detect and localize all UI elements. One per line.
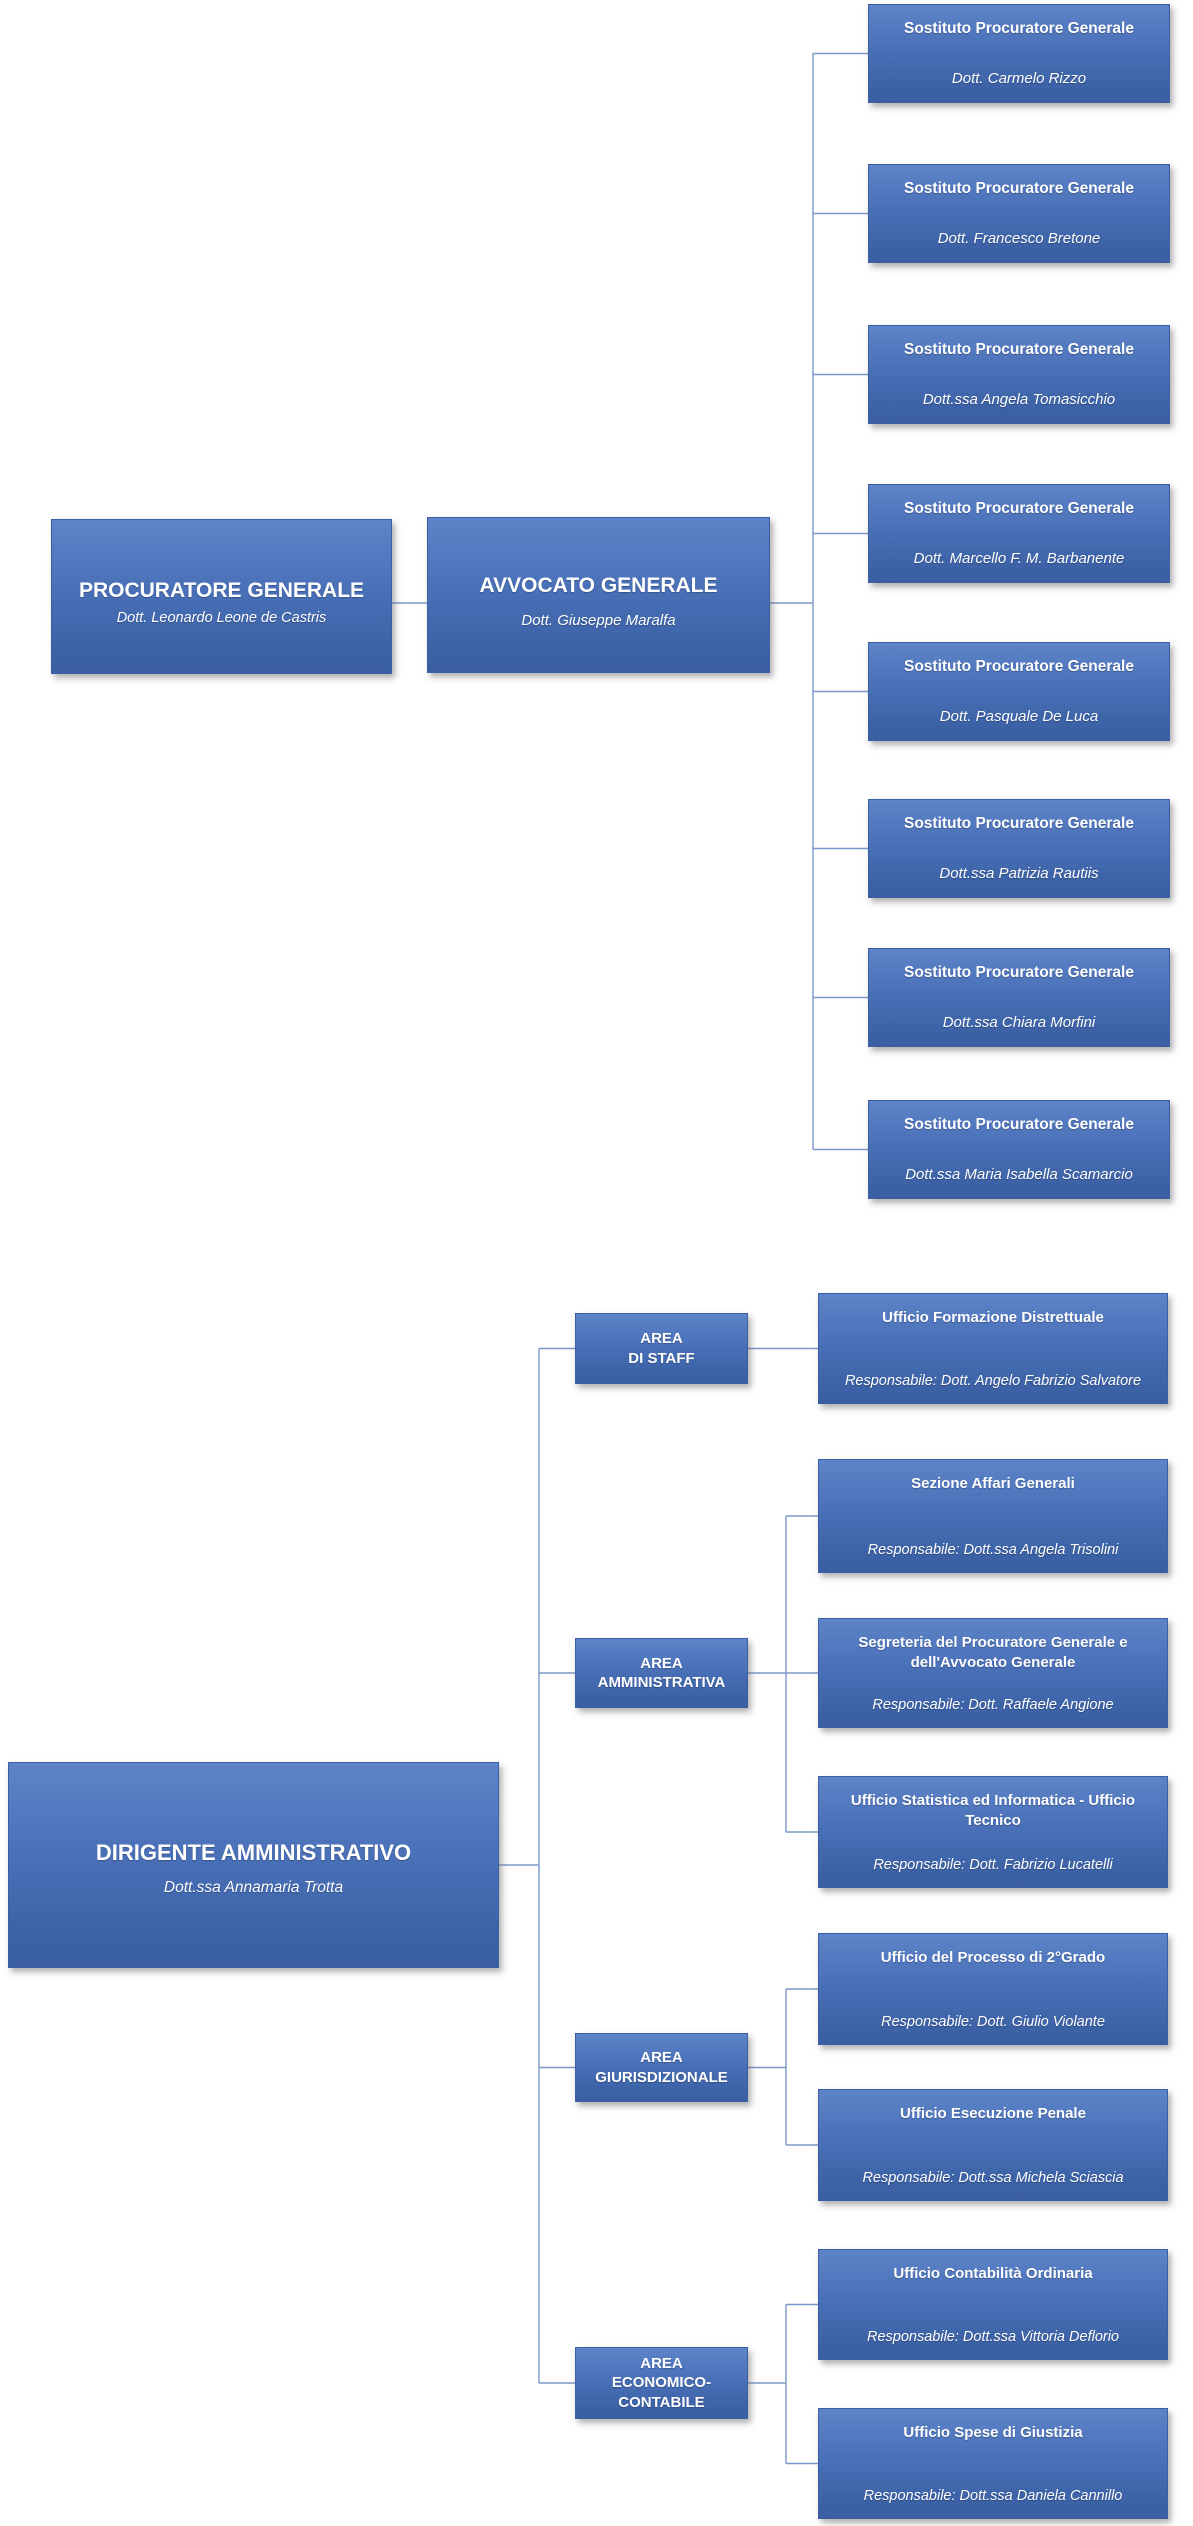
area-label: AREA ECONOMICO- CONTABILE — [611, 2354, 712, 2411]
box-sostituto-5: Sostituto Procuratore Generale Dott. Pas… — [868, 642, 1170, 741]
box-person: Responsabile: Dott. Raffaele Angione — [872, 1697, 1114, 1713]
box-person: Responsabile: Dott.ssa Michela Sciascia — [862, 2170, 1124, 2186]
box-person: Responsabile: Dott.ssa Angela Trisolini — [867, 1542, 1119, 1558]
box-title: PROCURATORE GENERALE — [78, 579, 365, 602]
box-title: AVVOCATO GENERALE — [479, 573, 718, 597]
area-label: AREA GIURISDIZIONALE — [595, 2049, 728, 2086]
box-person: Dott. Giuseppe Maralfa — [521, 611, 676, 629]
box-person: Responsabile: Dott.ssa Vittoria Deflorio — [867, 2329, 1119, 2345]
box-title: Ufficio Esecuzione Penale — [900, 2105, 1086, 2122]
box-person: Responsabile: Dott. Angelo Fabrizio Salv… — [844, 1373, 1142, 1389]
box-sostituto-8: Sostituto Procuratore Generale Dott.ssa … — [868, 1100, 1170, 1199]
box-person: Responsabile: Dott. Giulio Violante — [881, 2014, 1105, 2030]
box-title: Sostituto Procuratore Generale — [904, 658, 1134, 675]
box-title: Sostituto Procuratore Generale — [904, 815, 1134, 832]
box-sostituto-6: Sostituto Procuratore Generale Dott.ssa … — [868, 799, 1170, 898]
box-person: Dott. Carmelo Rizzo — [951, 70, 1087, 87]
box-sostituto-4: Sostituto Procuratore Generale Dott. Mar… — [868, 484, 1170, 583]
area-label: AREA AMMINISTRATIVA — [597, 1654, 726, 1692]
box-ufficio-spese-di-giustizia: Ufficio Spese di Giustizia Responsabile:… — [818, 2408, 1168, 2519]
box-title: Ufficio Statistica ed Informatica - Uffi… — [850, 1792, 1136, 1829]
box-title: Sostituto Procuratore Generale — [904, 20, 1134, 37]
box-title: Sezione Affari Generali — [911, 1475, 1075, 1492]
box-avvocato-generale: AVVOCATO GENERALE Dott. Giuseppe Maralfa — [427, 517, 770, 673]
box-title: Ufficio Formazione Distrettuale — [882, 1309, 1104, 1326]
box-person: Responsabile: Dott.ssa Daniela Cannillo — [863, 2488, 1123, 2504]
box-area-economico-contabile: AREA ECONOMICO- CONTABILE — [575, 2347, 748, 2419]
box-sostituto-1: Sostituto Procuratore Generale Dott. Car… — [868, 4, 1170, 103]
box-title: Sostituto Procuratore Generale — [904, 180, 1134, 197]
box-sostituto-3: Sostituto Procuratore Generale Dott.ssa … — [868, 325, 1170, 424]
box-title: Sostituto Procuratore Generale — [904, 964, 1134, 981]
area-label: AREA DI STAFF — [628, 1330, 695, 1367]
box-dirigente-amministrativo: DIRIGENTE AMMINISTRATIVO Dott.ssa Annama… — [8, 1762, 499, 1968]
box-title: Segreteria del Procuratore Generale e de… — [858, 1634, 1128, 1671]
box-person: Dott.ssa Chiara Morfini — [942, 1014, 1096, 1031]
box-area-giurisdizionale: AREA GIURISDIZIONALE — [575, 2033, 748, 2102]
box-person: Dott. Leonardo Leone de Castris — [116, 610, 327, 626]
box-ufficio-formazione-distrettuale: Ufficio Formazione Distrettuale Responsa… — [818, 1293, 1168, 1404]
box-person: Dott.ssa Patrizia Rautiis — [939, 865, 1099, 882]
box-title: Sostituto Procuratore Generale — [904, 1116, 1134, 1133]
box-area-di-staff: AREA DI STAFF — [575, 1313, 748, 1384]
box-title: Sostituto Procuratore Generale — [904, 500, 1134, 517]
box-procuratore-generale: PROCURATORE GENERALE Dott. Leonardo Leon… — [51, 519, 392, 674]
box-ufficio-contabilita-ordinaria: Ufficio Contabilità Ordinaria Responsabi… — [818, 2249, 1168, 2360]
box-person: Dott. Marcello F. M. Barbanente — [913, 550, 1125, 567]
box-person: Dott.ssa Maria Isabella Scamarcio — [905, 1166, 1133, 1183]
box-sostituto-7: Sostituto Procuratore Generale Dott.ssa … — [868, 948, 1170, 1047]
box-person: Responsabile: Dott. Fabrizio Lucatelli — [873, 1857, 1113, 1873]
box-ufficio-statistica-informatica-tecnico: Ufficio Statistica ed Informatica - Uffi… — [818, 1776, 1168, 1888]
box-ufficio-esecuzione-penale: Ufficio Esecuzione Penale Responsabile: … — [818, 2089, 1168, 2201]
box-area-amministrativa: AREA AMMINISTRATIVA — [575, 1638, 748, 1708]
box-person: Dott.ssa Angela Tomasicchio — [922, 391, 1116, 408]
box-title: Ufficio Contabilità Ordinaria — [893, 2265, 1093, 2282]
box-person: Dott. Pasquale De Luca — [939, 708, 1099, 725]
box-title: Sostituto Procuratore Generale — [904, 341, 1134, 358]
box-sezione-affari-generali: Sezione Affari Generali Responsabile: Do… — [818, 1459, 1168, 1573]
box-title: DIRIGENTE AMMINISTRATIVO — [95, 1839, 412, 1865]
box-sostituto-2: Sostituto Procuratore Generale Dott. Fra… — [868, 164, 1170, 263]
box-title: Ufficio Spese di Giustizia — [903, 2424, 1083, 2441]
box-title: Ufficio del Processo di 2°Grado — [880, 1949, 1106, 1966]
box-person: Dott. Francesco Bretone — [937, 230, 1101, 247]
box-ufficio-processo-2-grado: Ufficio del Processo di 2°Grado Responsa… — [818, 1933, 1168, 2045]
box-person: Dott.ssa Annamaria Trotta — [163, 1878, 344, 1896]
box-segreteria-procuratore-avvocato: Segreteria del Procuratore Generale e de… — [818, 1618, 1168, 1728]
